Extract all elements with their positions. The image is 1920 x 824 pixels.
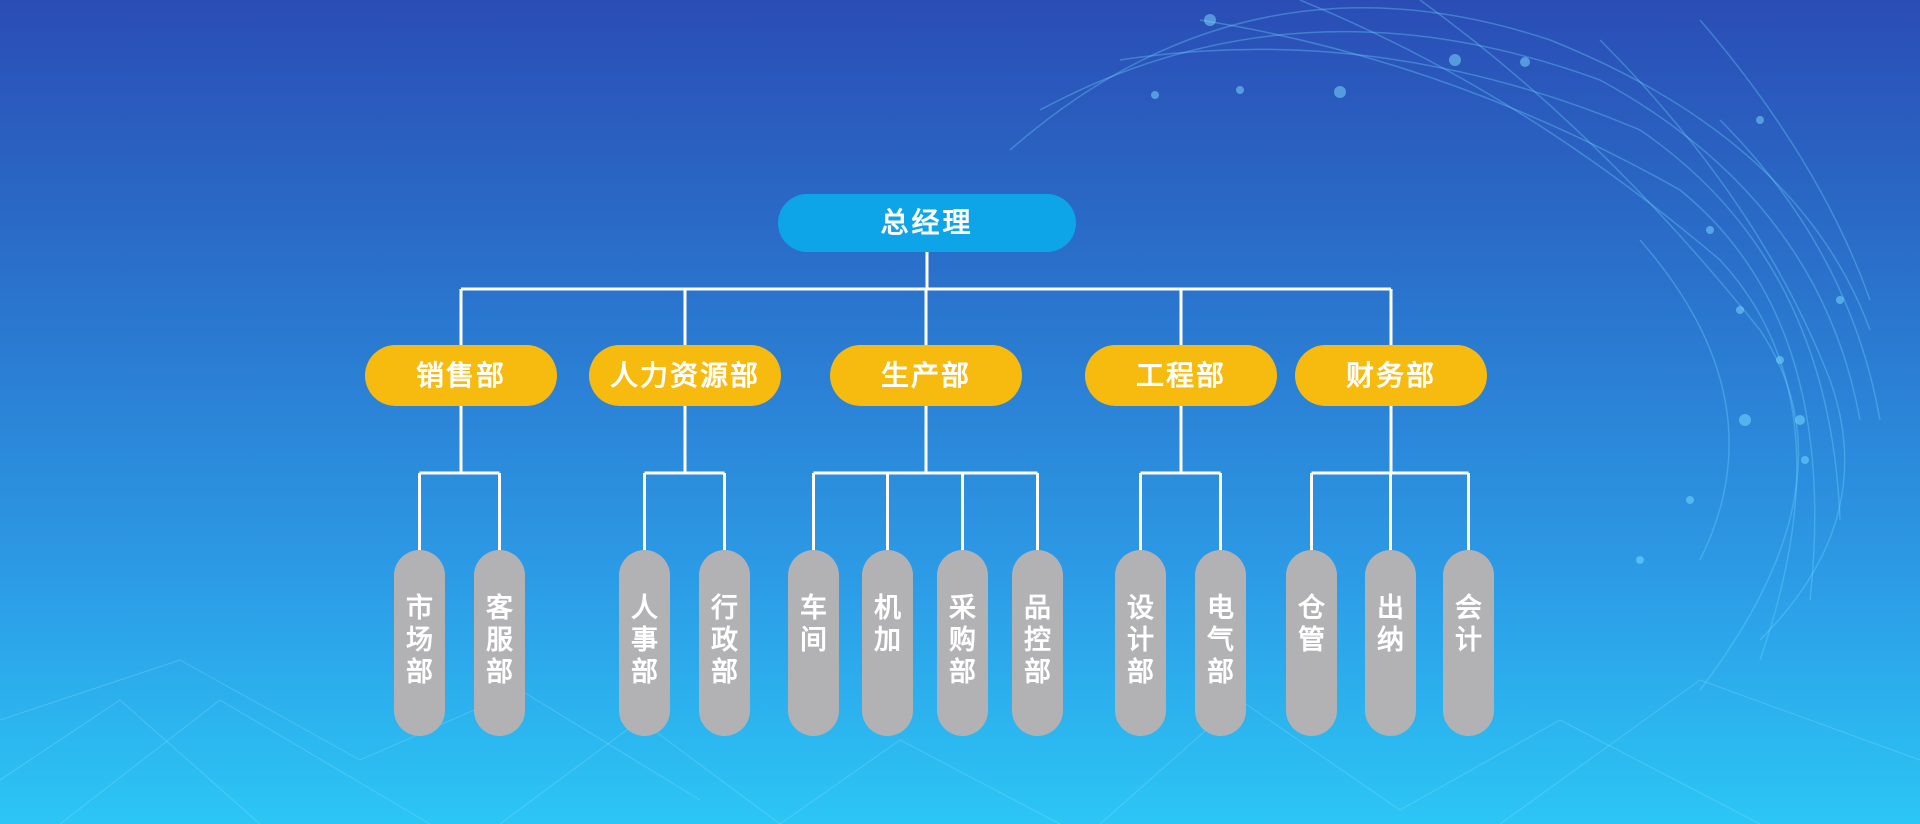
department-node-engineering: 工程部 (1085, 345, 1277, 406)
sub-department-node: 品控部 (1012, 550, 1063, 736)
sub-department-node: 人事部 (619, 550, 670, 736)
sub-department-node: 设计部 (1115, 550, 1166, 736)
sub-department-node: 行政部 (699, 550, 750, 736)
department-node-finance: 财务部 (1295, 345, 1487, 406)
sub-department-node: 车间 (788, 550, 839, 736)
sub-department-node: 电气部 (1195, 550, 1246, 736)
department-node-production: 生产部 (830, 345, 1022, 406)
department-node-sales: 销售部 (365, 345, 557, 406)
sub-department-node: 会计 (1443, 550, 1494, 736)
sub-department-node: 市场部 (394, 550, 445, 736)
sub-department-node: 出纳 (1365, 550, 1416, 736)
sub-department-node: 机加 (862, 550, 913, 736)
sub-department-node: 仓管 (1286, 550, 1337, 736)
ceo-node: 总经理 (778, 194, 1076, 252)
sub-department-node: 客服部 (474, 550, 525, 736)
department-node-hr: 人力资源部 (589, 345, 781, 406)
sub-department-node: 采购部 (937, 550, 988, 736)
